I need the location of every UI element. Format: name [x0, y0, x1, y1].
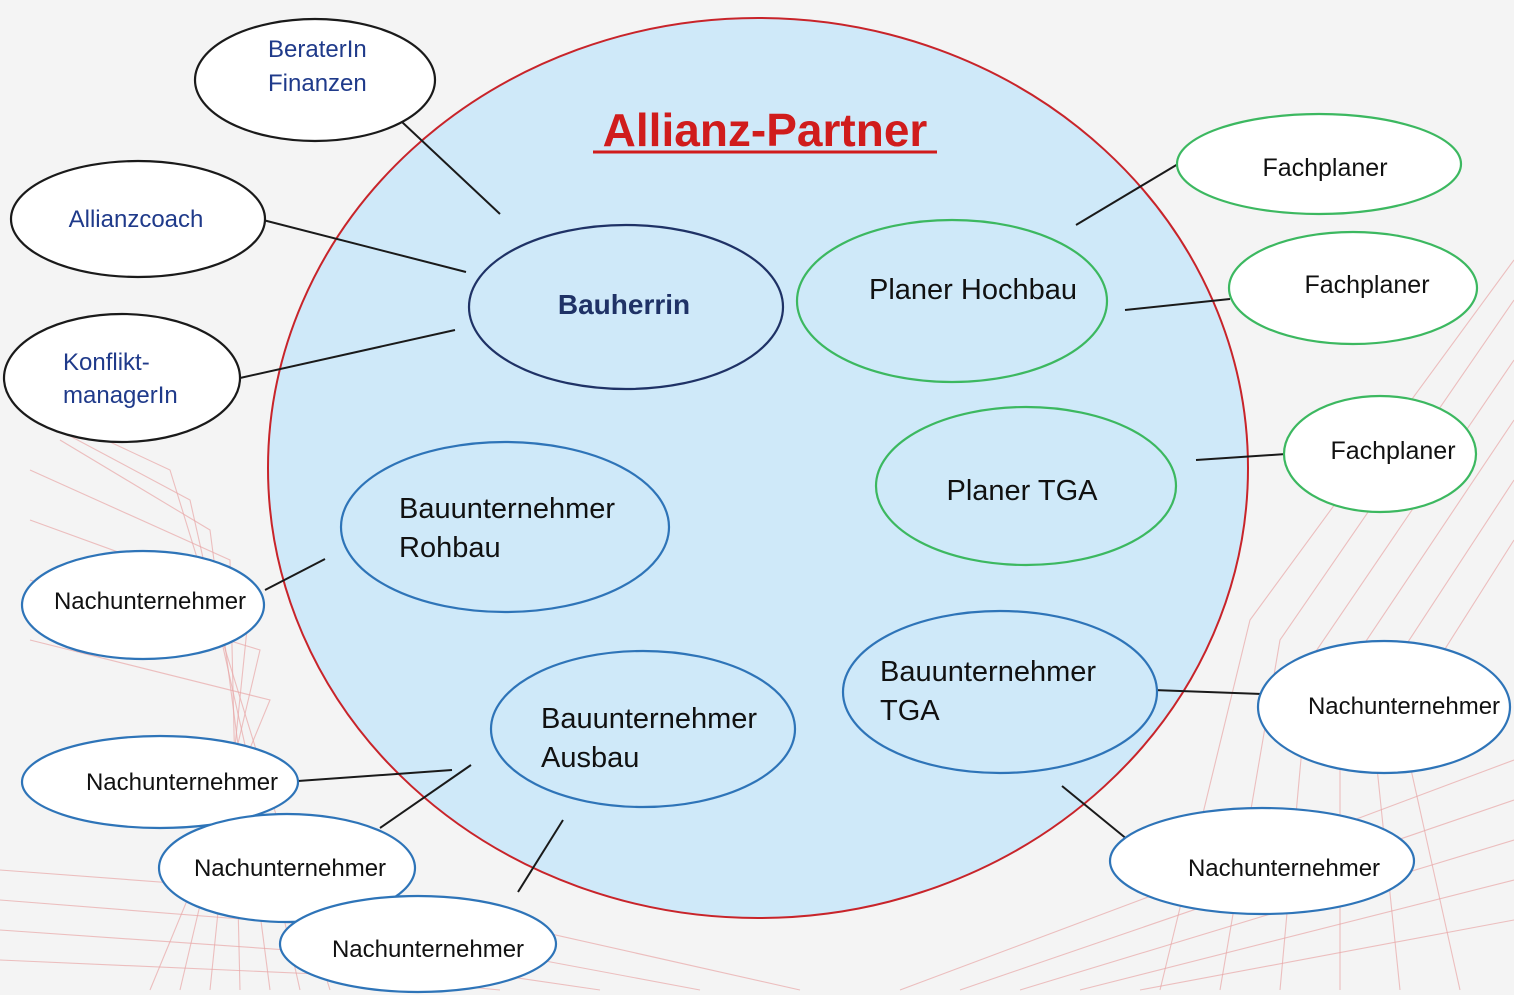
- node-planer-hochbau-shape: [795, 218, 1109, 384]
- node-nu-ausbau-3-line-1: Nachunternehmer: [332, 936, 524, 963]
- node-berater-line-1: BeraterIn: [268, 36, 367, 63]
- node-nu-rohbau-shape: [20, 549, 266, 661]
- node-bu-ausbau-line-2: Ausbau: [541, 742, 639, 774]
- node-nu-ausbau-1: Nachunternehmer: [20, 734, 300, 830]
- node-nu-ausbau-2-shape: [157, 812, 417, 924]
- node-fachplaner-3-shape: [1282, 394, 1478, 514]
- node-fachplaner-2-line-1: Fachplaner: [1304, 271, 1429, 299]
- node-planer-tga-label: Planer TGA: [947, 475, 1099, 507]
- node-fachplaner-3-line-1: Fachplaner: [1330, 437, 1455, 465]
- node-bu-tga-line-2: TGA: [880, 695, 940, 727]
- node-bu-rohbau: Bauunternehmer Rohbau: [339, 440, 671, 614]
- node-fachplaner-2-shape: [1227, 230, 1479, 346]
- node-berater-label: BeraterIn Finanzen: [268, 36, 373, 97]
- node-fachplaner-2-label: Fachplaner: [1304, 271, 1429, 299]
- connector-nu-rohbau: [264, 558, 326, 591]
- node-bu-tga-line-1: Bauunternehmer: [880, 656, 1096, 688]
- node-fachplaner-1-label: Fachplaner: [1262, 154, 1387, 182]
- connector-nu-tga-1: [1152, 689, 1263, 695]
- node-nu-rohbau-label: Nachunternehmer: [54, 588, 246, 615]
- node-bu-rohbau-shape: [339, 440, 671, 614]
- node-konfliktmanager-line-2: managerIn: [63, 382, 178, 409]
- node-fachplaner-1-line-1: Fachplaner: [1262, 154, 1387, 182]
- node-bu-rohbau-line-2: Rohbau: [399, 532, 501, 564]
- node-konfliktmanager-label: Konflikt- managerIn: [63, 349, 178, 409]
- node-nu-tga-2-line-1: Nachunternehmer: [1188, 855, 1380, 882]
- node-allianzcoach-label: Allianzcoach: [69, 206, 204, 233]
- node-allianzcoach-shape: [9, 159, 267, 279]
- node-bu-ausbau: Bauunternehmer Ausbau: [489, 649, 797, 809]
- node-bu-tga-label: Bauunternehmer TGA: [880, 656, 1104, 727]
- node-nu-ausbau-2-label: Nachunternehmer: [194, 855, 386, 882]
- node-nu-tga-2: Nachunternehmer: [1108, 806, 1416, 916]
- node-berater-line-2: Finanzen: [268, 70, 367, 97]
- diagram-title: Allianz-Partner: [603, 104, 928, 156]
- connector-nu-ausbau-1: [297, 769, 453, 782]
- node-konfliktmanager: Konflikt- managerIn: [2, 312, 242, 444]
- node-nu-tga-1: Nachunternehmer: [1256, 639, 1512, 775]
- node-konfliktmanager-line-1: Konflikt-: [63, 349, 150, 376]
- diagram-title-text: Allianz-Partner: [603, 104, 928, 156]
- node-bauherrin: Bauherrin: [467, 223, 785, 391]
- node-planer-hochbau-line-1: Planer Hochbau: [869, 274, 1077, 306]
- node-nu-ausbau-1-shape: [20, 734, 300, 830]
- connector-konflikt-bauherrin: [239, 329, 456, 379]
- node-bu-tga: Bauunternehmer TGA: [841, 609, 1159, 775]
- node-fachplaner-2: Fachplaner: [1227, 230, 1479, 346]
- node-nu-rohbau-line-1: Nachunternehmer: [54, 588, 246, 615]
- connector-nu-ausbau-2: [379, 764, 472, 829]
- node-bauherrin-line-1: Bauherrin: [558, 289, 690, 320]
- node-nu-tga-1-line-1: Nachunternehmer: [1308, 693, 1500, 720]
- node-planer-tga-line-1: Planer TGA: [947, 475, 1099, 507]
- connectors: [239, 121, 1287, 893]
- node-berater-shape: [193, 17, 437, 143]
- node-bu-ausbau-shape: [489, 649, 797, 809]
- node-bu-ausbau-line-1: Bauunternehmer: [541, 703, 757, 735]
- node-planer-hochbau: Planer Hochbau: [795, 218, 1109, 384]
- node-nu-tga-2-label: Nachunternehmer: [1188, 855, 1380, 882]
- node-bu-rohbau-line-1: Bauunternehmer: [399, 493, 615, 525]
- node-fachplaner-3-label: Fachplaner: [1330, 437, 1455, 465]
- node-planer-tga: Planer TGA: [874, 405, 1178, 567]
- connector-coach-bauherrin: [262, 219, 467, 273]
- node-fachplaner-1: Fachplaner: [1175, 112, 1463, 216]
- node-nu-tga-1-label: Nachunternehmer: [1308, 693, 1500, 720]
- node-nu-rohbau: Nachunternehmer: [20, 549, 266, 661]
- connector-nu-ausbau-3: [517, 819, 564, 893]
- connector-berater-bauherrin: [401, 121, 501, 215]
- node-bauherrin-label: Bauherrin: [558, 289, 690, 320]
- node-bu-rohbau-label: Bauunternehmer Rohbau: [399, 493, 623, 564]
- connector-nu-tga-2: [1061, 785, 1129, 841]
- node-planer-tga-shape: [874, 405, 1178, 567]
- node-bauherrin-shape: [467, 223, 785, 391]
- node-nu-ausbau-1-label: Nachunternehmer: [86, 769, 278, 796]
- node-nu-ausbau-2: Nachunternehmer: [157, 812, 417, 924]
- connector-fachplaner1-hochbau: [1075, 163, 1179, 226]
- node-nu-ausbau-3-label: Nachunternehmer: [332, 936, 524, 963]
- node-nu-tga-2-shape: [1108, 806, 1416, 916]
- node-bu-ausbau-label: Bauunternehmer Ausbau: [541, 703, 765, 774]
- node-bu-tga-shape: [841, 609, 1159, 775]
- node-fachplaner-1-shape: [1175, 112, 1463, 216]
- node-nu-ausbau-3: Nachunternehmer: [278, 894, 558, 994]
- node-allianzcoach: Allianzcoach: [9, 159, 267, 279]
- connector-fachplaner3-tga: [1195, 453, 1287, 461]
- node-konfliktmanager-shape: [2, 312, 242, 444]
- node-planer-hochbau-label: Planer Hochbau: [869, 274, 1077, 306]
- connector-fachplaner2-hochbau: [1124, 298, 1231, 311]
- node-berater: BeraterIn Finanzen: [193, 17, 437, 143]
- node-fachplaner-3: Fachplaner: [1282, 394, 1478, 514]
- node-nu-ausbau-2-line-1: Nachunternehmer: [194, 855, 386, 882]
- node-nu-tga-1-shape: [1256, 639, 1512, 775]
- node-allianzcoach-line-1: Allianzcoach: [69, 206, 204, 233]
- node-nu-ausbau-3-shape: [278, 894, 558, 994]
- node-nu-ausbau-1-line-1: Nachunternehmer: [86, 769, 278, 796]
